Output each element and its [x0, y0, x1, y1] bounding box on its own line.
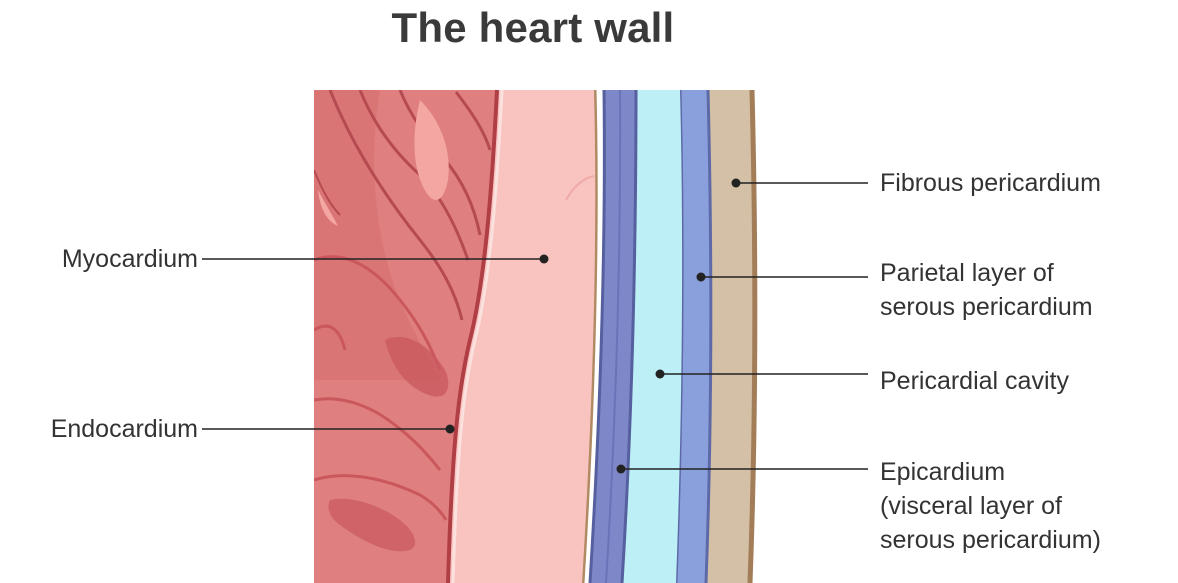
- label-parietal-layer-line-2: serous pericardium: [880, 290, 1093, 324]
- pericardial-cavity-pointer-dot: [656, 370, 665, 379]
- label-epicardium-line-1: Epicardium: [880, 455, 1101, 489]
- label-epicardium-line-3: serous pericardium): [880, 523, 1101, 557]
- endocardium-pointer-dot: [446, 425, 455, 434]
- myocardium-pointer-dot: [540, 255, 549, 264]
- label-epicardium-line-2: (visceral layer of: [880, 489, 1101, 523]
- label-parietal-layer-line-1: Parietal layer of: [880, 256, 1093, 290]
- label-myocardium: Myocardium: [10, 242, 198, 276]
- epicardium-pointer-dot: [617, 465, 626, 474]
- parietal-layer-pointer-dot: [697, 273, 706, 282]
- label-fibrous-pericardium: Fibrous pericardium: [880, 166, 1101, 200]
- label-epicardium: Epicardium (visceral layer of serous per…: [880, 455, 1101, 557]
- label-pericardial-cavity: Pericardial cavity: [880, 364, 1069, 398]
- label-endocardium: Endocardium: [10, 412, 198, 446]
- label-parietal-layer: Parietal layer of serous pericardium: [880, 256, 1093, 324]
- fibrous-pericardium-pointer-dot: [732, 179, 741, 188]
